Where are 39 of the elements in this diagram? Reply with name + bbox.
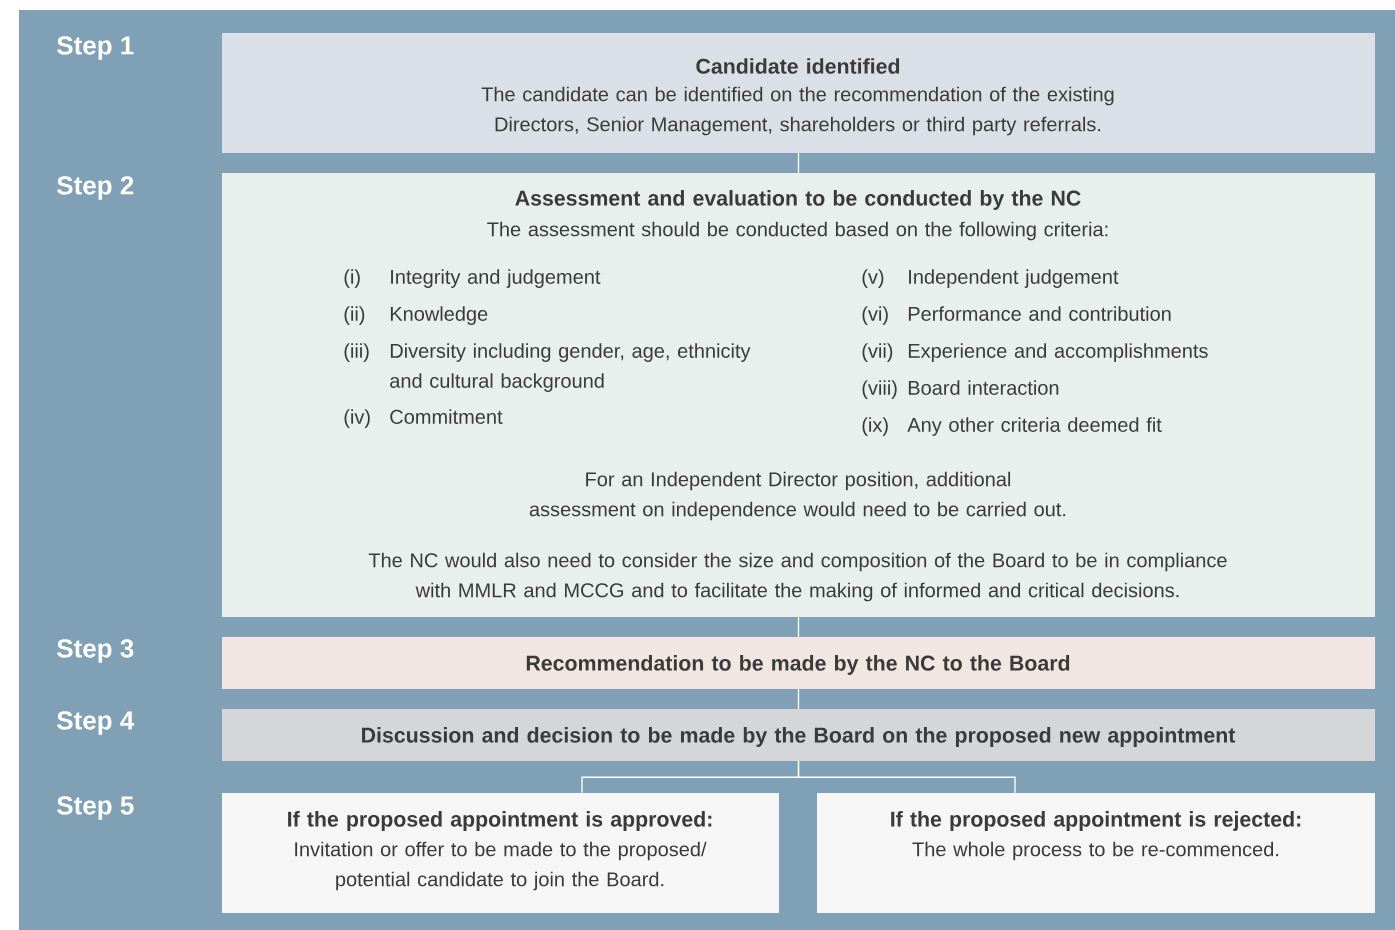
box-heading: Assessment and evaluation to be conducted by the NC — [515, 190, 1081, 210]
list-number: (vii) — [862, 343, 893, 362]
box-text: Any other criteria deemed fit — [907, 417, 1162, 436]
box-text: The assessment should be conducted based on the following criteria: — [487, 221, 1108, 241]
box-text: Board interaction — [908, 380, 1059, 395]
connector-line — [797, 760, 1016, 794]
box-text: Integrity and judgement — [391, 269, 601, 288]
box-text: For an Independent Director position, additional assessment on independence would need to be carried out. — [529, 471, 1066, 521]
connector-line — [797, 152, 800, 174]
step-label: Step 4 — [57, 711, 135, 735]
step-label: Step 1 — [57, 36, 134, 60]
box-text: Independent judgement — [909, 269, 1119, 288]
box-heading: If the proposed appointment is rejected: — [891, 811, 1301, 831]
connector-line — [797, 616, 800, 638]
connector-line — [797, 688, 800, 710]
box-text: The candidate can be identified on the recommendation of the existing Directors, Senior Management, shareholders or third party referrals. — [481, 86, 1114, 136]
box-text: Performance and contribution — [908, 306, 1171, 321]
list-number: (i) — [344, 269, 360, 288]
box-heading: Recommendation to be made by the NC to the Board — [526, 655, 1070, 675]
list-number: (ii) — [344, 306, 365, 325]
step-label: Step 2 — [57, 176, 134, 200]
list-number: (viii) — [862, 380, 897, 399]
box-text: Invitation or offer to be made to the proposed/ potential candidate to join the Board. — [295, 841, 707, 891]
list-number: (iii) — [344, 343, 369, 362]
step-label: Step 3 — [57, 639, 134, 663]
list-number: (vi) — [862, 306, 888, 325]
box-heading: If the proposed appointment is approved: — [288, 811, 712, 831]
box-text: Diversity including gender, age, ethnicity and cultural background — [390, 343, 751, 392]
list-number: (ix) — [862, 417, 888, 436]
list-number: (v) — [862, 269, 884, 288]
box-text: The NC would also need to consider the size and composition of the Board to be in compliance with MMLR and MCCG and to facilitate the making of informed and critical decisions. — [368, 552, 1227, 602]
list-number: (iv) — [344, 409, 370, 428]
box-text: Commitment — [390, 409, 503, 424]
box-heading: Candidate identified — [696, 58, 900, 74]
step-label: Step 5 — [57, 796, 134, 820]
box-text: Experience and accomplishments — [908, 343, 1208, 362]
box-text: The whole process to be re-commenced. — [912, 841, 1279, 861]
box-text: Knowledge — [390, 306, 488, 325]
box-heading: Discussion and decision to be made by the Board on the proposed new appointment — [362, 727, 1236, 747]
